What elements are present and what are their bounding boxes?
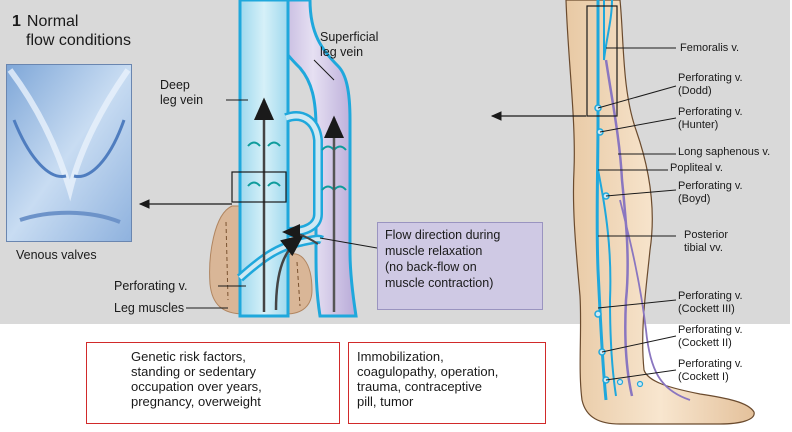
heading-line-2: flow conditions [12,31,131,50]
deep-vein-label-2: leg vein [160,93,203,107]
leg-label-cockett3-1: Perforating v. [678,290,743,303]
valve-photo-frame [6,64,132,242]
leg-label-long-saphenous: Long saphenous v. [678,146,770,159]
flow-line-3: (no back-flow on [385,260,477,274]
deep-vein-label-1: Deep [160,78,190,92]
risk-genetic-line-3: occupation over years, [131,379,339,394]
leg-label-popliteal: Popliteal v. [670,162,723,175]
risk-acquired-line-3: trauma, contraceptive [357,379,545,394]
perforating-vein-label: Perforating v. [114,279,187,293]
leg-label-femoralis: Femoralis v. [680,42,739,55]
flow-line-1: Flow direction during [385,228,500,242]
flow-line-4: muscle contraction) [385,276,493,290]
flow-line-2: muscle relaxation [385,244,482,258]
leg-label-boyd-2: (Boyd) [678,193,710,206]
risk-genetic-line-1: Genetic risk factors, [131,349,339,364]
leg-label-cockett2-1: Perforating v. [678,324,743,337]
risk-box-genetic: Genetic risk factors, standing or sedent… [86,342,340,424]
risk-genetic-line-4: pregnancy, overweight [131,394,339,409]
leg-label-dodd-2: (Dodd) [678,85,712,98]
photo-caption: Venous valves [16,248,97,262]
leg-label-dodd-1: Perforating v. [678,72,743,85]
risk-box-acquired: Immobilization, coagulopathy, operation,… [348,342,546,424]
leg-label-hunter-1: Perforating v. [678,106,743,119]
perforating-vein-upper [286,116,318,232]
section-number: 1 [12,13,21,30]
leg-label-hunter-2: (Hunter) [678,119,718,132]
leg-label-posterior-tibial-2: tibial vv. [684,242,723,255]
leg-label-posterior-tibial-1: Posterior [684,229,728,242]
leg-label-cockett2-2: (Cockett II) [678,337,732,350]
risk-acquired-line-2: coagulopathy, operation, [357,364,545,379]
leg-muscle-right [286,254,312,314]
leg-muscles-label: Leg muscles [114,301,184,315]
leg-label-cockett1-2: (Cockett I) [678,371,729,384]
section-heading: 1 Normal flow conditions [12,12,131,50]
leg-label-cockett1-1: Perforating v. [678,358,743,371]
leg-label-boyd-1: Perforating v. [678,180,743,193]
superficial-vein-label-2: leg vein [320,45,363,59]
superficial-vein-label-1: Superficial [320,30,378,44]
risk-acquired-line-4: pill, tumor [357,394,545,409]
leg-label-cockett3-2: (Cockett III) [678,303,735,316]
risk-genetic-line-2: standing or sedentary [131,364,339,379]
risk-acquired-line-1: Immobilization, [357,349,545,364]
heading-line-1: Normal [27,13,79,30]
